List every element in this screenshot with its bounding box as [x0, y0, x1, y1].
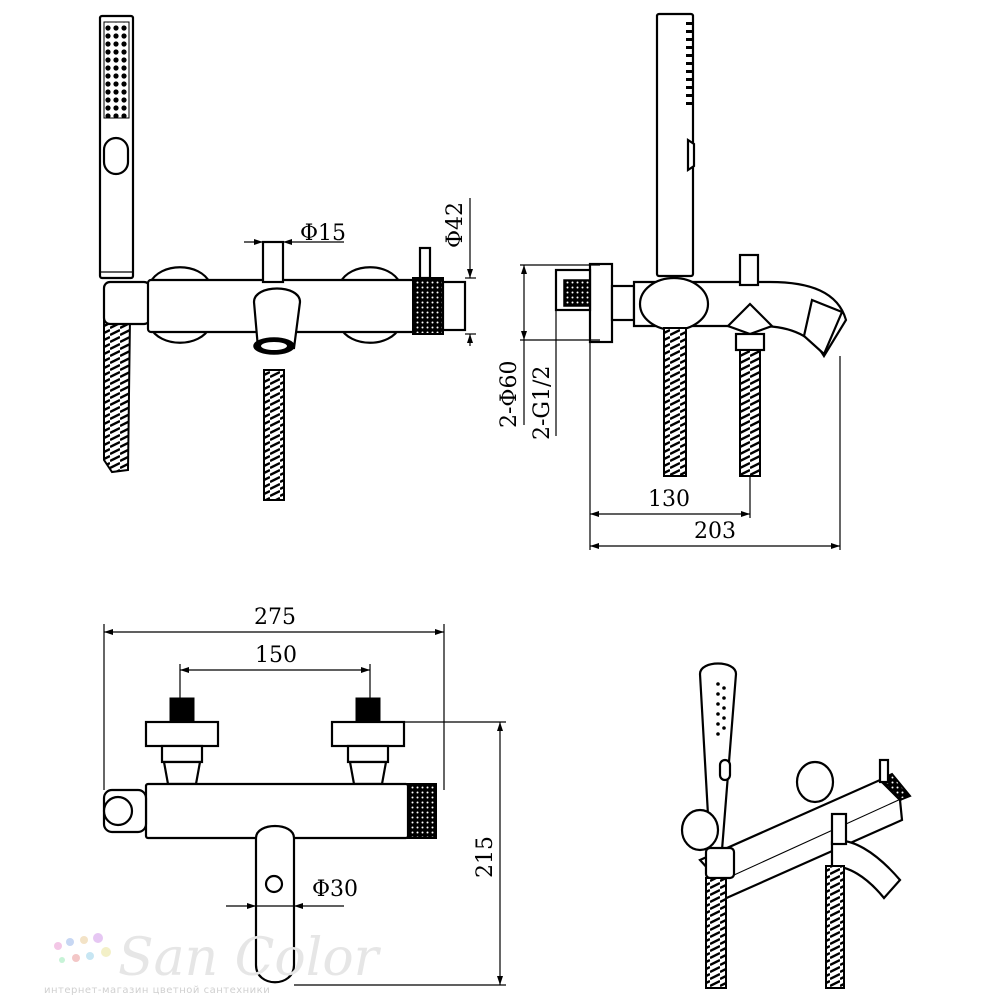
watermark-brand: San Color	[118, 928, 382, 988]
hand-shower	[98, 14, 135, 280]
watermark-tagline: интернет-магазин цветной сантехники	[44, 985, 270, 996]
dim-phi15: Φ15	[300, 221, 346, 246]
dim-phi42: Φ42	[443, 202, 468, 248]
dim-203: 203	[694, 519, 736, 544]
front-view: Φ15 Φ42	[98, 14, 476, 501]
dim-275: 275	[254, 605, 296, 630]
dim-130: 130	[648, 487, 690, 512]
watermark-dots-icon	[54, 933, 111, 963]
dim-2-phi60: 2-Φ60	[497, 361, 522, 428]
shower-hose	[103, 317, 132, 474]
side-view: 2-Φ60 2-G1/2 130 203	[497, 12, 848, 550]
top-view: 275 150 Φ30 215	[102, 605, 506, 986]
isometric-view	[680, 662, 912, 989]
dim-150: 150	[255, 643, 297, 668]
dim-phi30: Φ30	[312, 877, 358, 902]
thermostatic-knob	[412, 277, 444, 335]
dim-215: 215	[473, 836, 498, 878]
watermark: San Color интернет-магазин цветной санте…	[44, 928, 382, 996]
dim-2-g12: 2-G1/2	[530, 366, 555, 440]
